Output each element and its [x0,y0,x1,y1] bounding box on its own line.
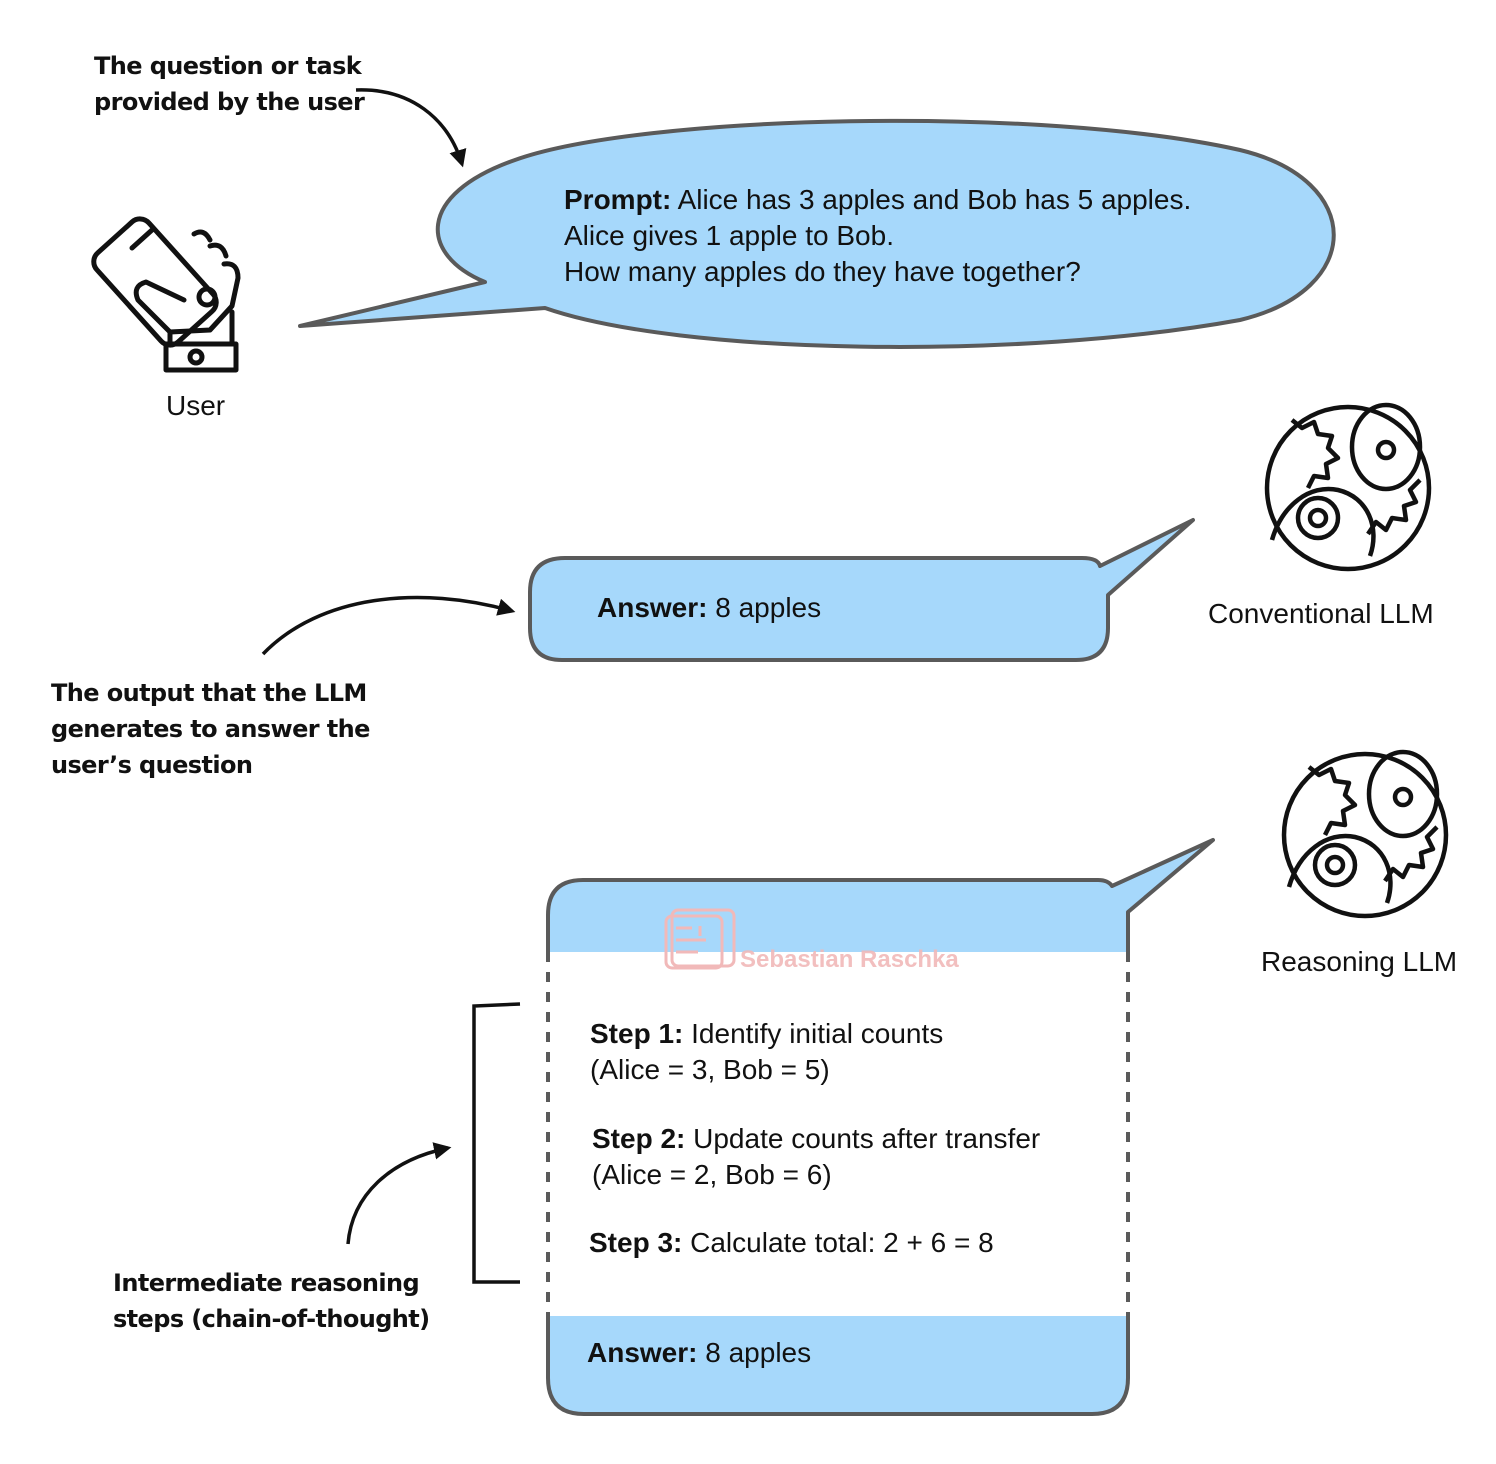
step-line: Step 3: Calculate total: 2 + 6 = 8 [589,1225,994,1261]
reasoning-step-1: Step 1: Identify initial counts (Alice =… [590,1016,943,1088]
watermark-text: Sebastian Raschka [740,946,959,973]
reasoning-step-2: Step 2: Update counts after transfer (Al… [592,1121,1040,1193]
arrow-to-answer [261,595,516,656]
conventional-llm-label: Conventional LLM [1208,598,1434,629]
reasoning-bubble-top [548,840,1213,952]
reasoning-answer-heading: Answer: [587,1337,698,1368]
prompt-heading: Prompt: [564,184,672,215]
reasoning-step-3: Step 3: Calculate total: 2 + 6 = 8 [589,1225,994,1261]
annotation-reasoning-steps: Intermediate reasoning steps (chain-of-t… [113,1265,430,1337]
prompt-line-1-text: Alice has 3 apples and Bob has 5 apples. [677,184,1192,215]
annotation-line: steps (chain-of-thought) [113,1305,430,1333]
hand-holding-phone-icon [91,216,241,373]
prompt-bubble [298,118,1336,349]
user-label: User [166,390,226,421]
annotation-line: The question or task [94,52,362,80]
reasoning-bubble-top-outline [546,838,1215,952]
reasoning-bubble-bottom-outline [546,1316,1130,1416]
prompt-line-3: How many apples do they have together? [564,256,1081,287]
step-detail: (Alice = 2, Bob = 6) [592,1159,832,1190]
conventional-answer-heading: Answer: [597,592,708,623]
arrow-to-prompt [355,88,467,168]
reasoning-answer: Answer: 8 apples [587,1339,811,1367]
eye-brain-icon [1264,402,1432,572]
annotation-llm-output: The output that the LLM generates to ans… [51,675,370,783]
step-heading: Step 2: [592,1123,686,1154]
step-heading: Step 3: [589,1227,683,1258]
step-line: Step 2: Update counts after transfer [592,1121,1040,1157]
reasoning-bubble-bottom [548,1316,1128,1414]
step-text: Identify initial counts [691,1018,944,1049]
prompt-line-2: Alice gives 1 apple to Bob. [564,220,894,251]
step-detail: (Alice = 3, Bob = 5) [590,1054,830,1085]
step-text: Calculate total: 2 + 6 = 8 [690,1227,994,1258]
prompt-line-1: Prompt: Alice has 3 apples and Bob has 5… [564,182,1191,218]
arrow-to-steps [346,1142,452,1245]
reasoning-answer-text: 8 apples [705,1337,812,1368]
annotation-line: user’s question [51,751,253,779]
step-text: Update counts after transfer [693,1123,1041,1154]
watermark-logo [664,908,736,970]
annotation-line: provided by the user [94,88,365,116]
step-heading: Step 1: [590,1018,684,1049]
prompt-text: Prompt: Alice has 3 apples and Bob has 5… [564,182,1191,290]
step-line: Step 1: Identify initial counts [590,1016,943,1052]
annotation-user-prompt: The question or task provided by the use… [94,48,365,120]
conventional-answer: Answer: 8 apples [597,594,821,622]
annotation-line: Intermediate reasoning [113,1269,420,1297]
reasoning-llm-label: Reasoning LLM [1261,946,1458,977]
steps-bracket [472,1002,521,1284]
annotation-line: The output that the LLM [51,679,367,707]
conventional-answer-text: 8 apples [715,592,822,623]
annotation-line: generates to answer the [51,715,370,743]
conventional-answer-bubble [528,518,1195,662]
eye-brain-icon [1281,749,1449,919]
